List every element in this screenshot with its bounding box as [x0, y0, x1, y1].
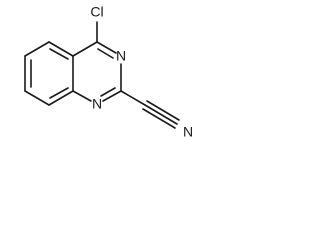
bond-n1-c8a: [72, 90, 92, 102]
bond-c4a-c5-inner: [49, 48, 69, 60]
bond-c5-c6: [24, 41, 50, 57]
bond-c2-n1: [102, 90, 122, 102]
bond-c4-n3-inner: [97, 48, 114, 59]
atom-label-n3: N: [116, 48, 126, 64]
atom-label-cl: Cl: [90, 4, 103, 20]
bond-c4a-c5: [48, 41, 74, 57]
bond-c8-c8a-inner: [49, 87, 69, 99]
bond-c8-c8a: [48, 90, 74, 106]
bond-triple-3: [142, 108, 176, 129]
atom-label-nitrile-n: N: [183, 124, 193, 140]
bond-c2-n1-inner: [100, 87, 116, 97]
bond-c7-c8: [24, 90, 50, 106]
bond-c4a-c4: [72, 41, 98, 57]
molecule-drawing: Cl N N N: [24, 4, 193, 140]
bond-triple-1: [144, 104, 178, 125]
bond-c4-n3: [96, 41, 117, 54]
bond-c2-cn: [120, 90, 146, 106]
atom-label-n1: N: [92, 96, 102, 112]
structure-canvas: Cl N N N: [0, 0, 220, 158]
bond-triple-2: [146, 100, 180, 121]
